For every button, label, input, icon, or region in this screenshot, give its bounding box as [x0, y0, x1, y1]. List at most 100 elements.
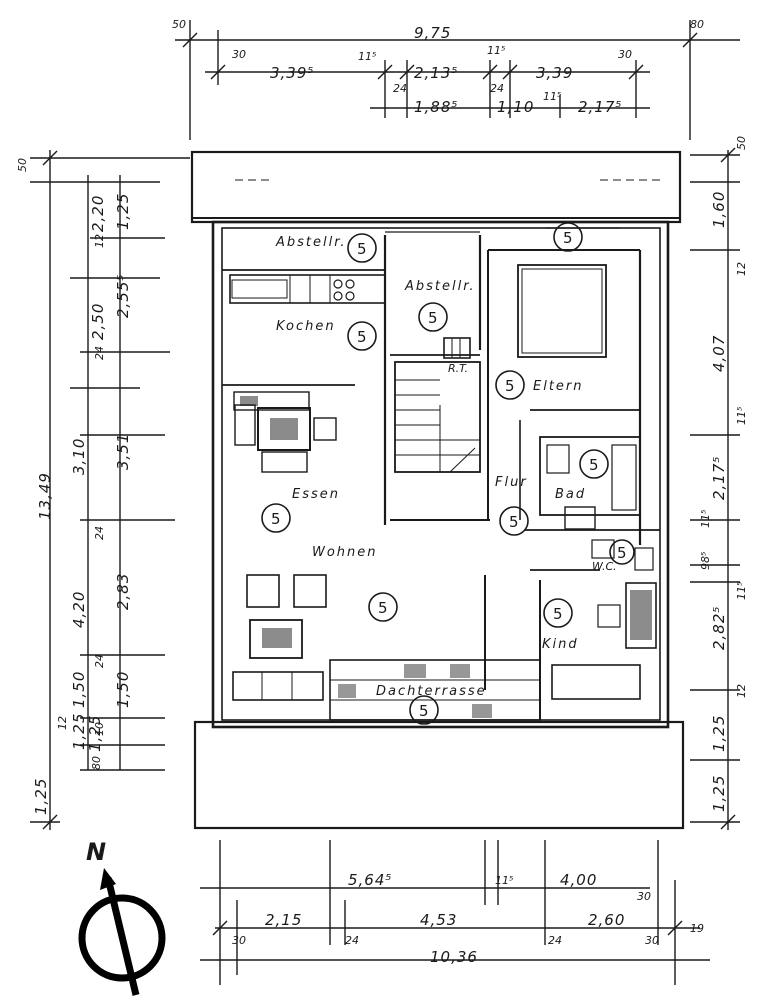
badge-num-kochen: 5 [357, 328, 367, 346]
dim-left-top: 50 [16, 158, 29, 172]
badge-num-flur: 5 [509, 513, 519, 531]
north-label: N [86, 838, 106, 866]
room-kochen: Kochen [276, 319, 336, 334]
room-wohnen: Wohnen [312, 545, 378, 560]
room-wc: W.C. [592, 560, 617, 573]
dim-right-3: 11⁵ [735, 407, 748, 425]
badge-circle-balcony [553, 222, 583, 252]
dim-top-corner-right: 80 [690, 18, 704, 31]
badge-circle-abstellr-2 [418, 302, 448, 332]
dim-left-outer-1: 4,20 [70, 591, 88, 628]
dim-left-mid-1: 12 [93, 234, 106, 248]
badge-num-eltern: 5 [505, 377, 515, 395]
walls [190, 150, 685, 830]
dim-top-r1-6: 30 [618, 48, 632, 61]
dim-bottom-r2-1: 24 [345, 934, 359, 947]
dim-right-5: 11⁵ [699, 510, 712, 528]
dim-right-9: 12 [735, 684, 748, 698]
dim-bottom-r2-4: 2,60 [588, 911, 625, 929]
furniture-stipple [240, 396, 652, 648]
dim-bottom-r1-1: 11⁵ [495, 874, 513, 887]
dim-right-2: 4,07 [710, 335, 728, 372]
badge-circle-essen [261, 503, 291, 533]
badge-circle-eltern [495, 370, 525, 400]
dim-bottom-r2-6: 19 [690, 922, 704, 935]
dim-left-mid-6: 12 [56, 716, 69, 730]
dim-bottom-r1-0: 5,64⁵ [348, 871, 392, 889]
dim-right-11: 1,25 [710, 775, 728, 812]
badge-num-wohnen: 5 [378, 599, 388, 617]
room-labels: Abstellr. Abstellr. Kochen Eltern R.T. E… [275, 235, 617, 699]
badge-circle-abstellr-1 [347, 233, 377, 263]
dim-bottom-r3-1: 10,36 [430, 948, 478, 966]
left-dimensions: 13,49 50 3,10 4,20 1,50 1,25 80 1,25 2,2… [16, 158, 132, 815]
dim-top-r2-3: 1,10 [497, 98, 534, 116]
dim-left-inner-2: 3,51 [114, 433, 132, 470]
dim-left-overall: 13,49 [36, 472, 54, 520]
dim-right-7: 11⁵ [735, 582, 748, 600]
dim-left-inner-0: 1,25 [114, 193, 132, 230]
badge-circle-wohnen [368, 592, 398, 622]
dim-bottom-r3-0: 30 [232, 934, 246, 947]
dim-left-mid-0: 2,20 [89, 195, 107, 232]
dim-left-mid-7: 10 [93, 722, 106, 736]
dim-bottom-r2-5: 30 [645, 934, 659, 947]
bottom-dimensions: 5,64⁵ 11⁵ 4,00 30 2,15 24 4,53 24 2,60 3… [232, 871, 704, 966]
dim-top-r1-3: 2,13⁵ [414, 64, 458, 82]
room-kind: Kind [542, 637, 579, 652]
dim-left-inner-5: 1,25 [86, 715, 104, 752]
badge-num-terrasse: 5 [419, 702, 429, 720]
dim-top-r1-0: 30 [232, 48, 246, 61]
badge-num-abstellr-1: 5 [357, 240, 367, 258]
room-abstellr-2: Abstellr. [404, 279, 476, 294]
dim-top-r1-5: 3,39 [536, 64, 573, 82]
dim-right-0: 1,60 [710, 191, 728, 228]
dim-top-r2-2: 24 [490, 82, 504, 95]
dim-right-8: 2,82⁵ [710, 606, 728, 650]
dim-left-mid-3: 24 [93, 346, 106, 360]
dim-right-10: 1,25 [710, 715, 728, 752]
dim-right-4: 2,17⁵ [710, 456, 728, 500]
room-badge-numbers: 5 5 5 5 5 5 5 5 5 5 5 5 [271, 229, 627, 720]
dim-right-top: 50 [735, 136, 748, 150]
right-dimensions: 50 1,60 12 4,07 11⁵ 2,17⁵ 11⁵ 98⁵ 11⁵ 2,… [699, 136, 748, 812]
dim-left-inner-3: 2,83 [114, 573, 132, 610]
dim-right-6: 98⁵ [699, 552, 712, 570]
room-flur: Flur [495, 475, 528, 490]
dim-top-overall: 9,75 [414, 24, 451, 42]
room-essen: Essen [292, 487, 340, 502]
terrace-hatching [338, 664, 492, 718]
badge-circle-flur [499, 506, 529, 536]
badge-num-balcony: 5 [563, 229, 573, 247]
badge-circle-kind [543, 598, 573, 628]
room-dachterrasse: Dachterrasse [376, 684, 487, 699]
dim-top-r1-4: 11⁵ [487, 44, 505, 57]
dim-left-inner-4: 1,50 [114, 671, 132, 708]
dim-top-r2-5: 2,17⁵ [578, 98, 622, 116]
dim-bottom-r1-2: 4,00 [560, 871, 597, 889]
dimension-lines [30, 20, 740, 985]
dim-left-inner-1: 2,55⁵ [114, 274, 132, 318]
badge-num-abstellr-2: 5 [428, 309, 438, 327]
dim-top-r2-1: 1,88⁵ [414, 98, 458, 116]
room-eltern: Eltern [533, 379, 584, 394]
badge-circle-bad [579, 449, 609, 479]
badge-circle-wc [609, 539, 635, 565]
badge-num-bad: 5 [589, 456, 599, 474]
badge-circle-kochen [347, 321, 377, 351]
dim-bottom-r2-2: 4,53 [420, 911, 457, 929]
dim-left-mid-4: 24 [93, 526, 106, 540]
dim-top-r1-1: 3,39⁵ [270, 64, 314, 82]
badge-num-essen: 5 [271, 510, 281, 528]
dim-top-r2-0: 24 [393, 82, 407, 95]
dim-left-outer-4: 80 [90, 756, 103, 770]
dim-left-outer-5: 1,25 [32, 778, 50, 815]
dim-left-outer-2: 1,50 [70, 671, 88, 708]
dim-top-r2-4: 11⁵ [543, 90, 561, 103]
dim-bottom-r2-3: 24 [548, 934, 562, 947]
dim-bottom-r2-0: 2,15 [265, 911, 302, 929]
dim-top-corner-left: 50 [172, 18, 186, 31]
room-bad: Bad [555, 487, 586, 502]
room-badges [261, 222, 635, 725]
